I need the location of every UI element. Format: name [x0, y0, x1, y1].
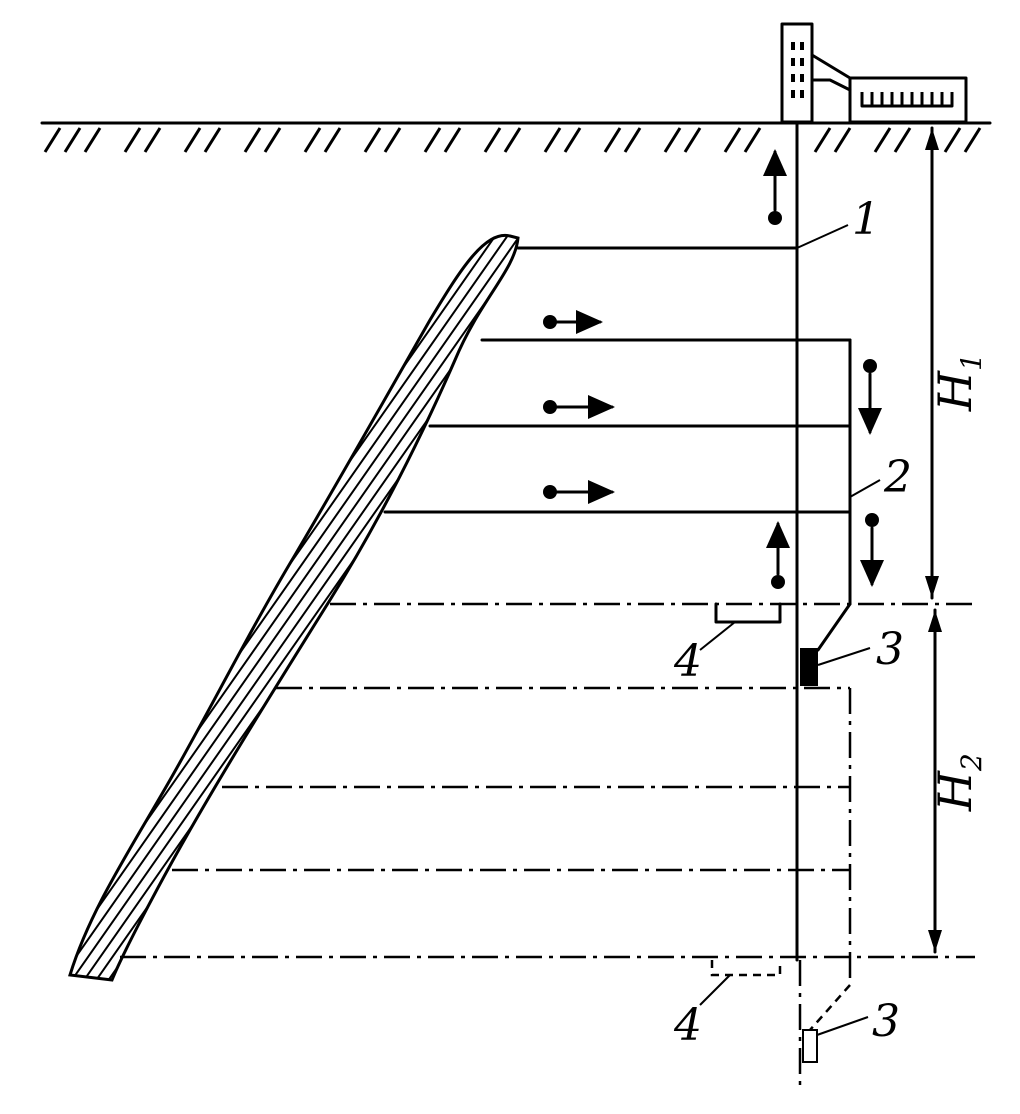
leader-3-upper	[817, 647, 871, 666]
label-crosscut-lower: 4	[674, 1000, 702, 1051]
leader-3-lower	[816, 1016, 869, 1036]
label-h1: H1	[927, 353, 989, 412]
label-bunker-lower: 3	[872, 996, 900, 1047]
label-bunker-upper: 3	[876, 624, 904, 675]
leader-2	[849, 479, 881, 498]
leader-4-lower	[699, 974, 731, 1006]
dimension-h2	[928, 608, 942, 954]
leader-1	[796, 224, 849, 249]
surface-building	[848, 76, 968, 124]
leader-4-upper	[699, 621, 736, 651]
bunker-lower-chute	[809, 984, 851, 1031]
downward-flow-arrows	[858, 359, 884, 587]
headframe-tower	[780, 22, 852, 124]
bunker-chute	[816, 602, 852, 652]
label-shaft: 1	[852, 194, 880, 245]
label-raise: 2	[884, 452, 912, 503]
crosscut-lower	[710, 960, 782, 977]
upward-flow-arrows	[763, 149, 790, 589]
horizontal-flow-arrows	[543, 310, 615, 504]
dimension-h1	[925, 126, 939, 600]
label-h2: H2	[927, 753, 989, 812]
bunker-upper	[800, 648, 818, 686]
ground-hatching	[43, 127, 982, 153]
crosscut-upper	[714, 602, 782, 624]
ore-body	[68, 233, 520, 982]
label-crosscut-upper: 4	[674, 636, 702, 687]
bunker-lower	[802, 1029, 818, 1063]
